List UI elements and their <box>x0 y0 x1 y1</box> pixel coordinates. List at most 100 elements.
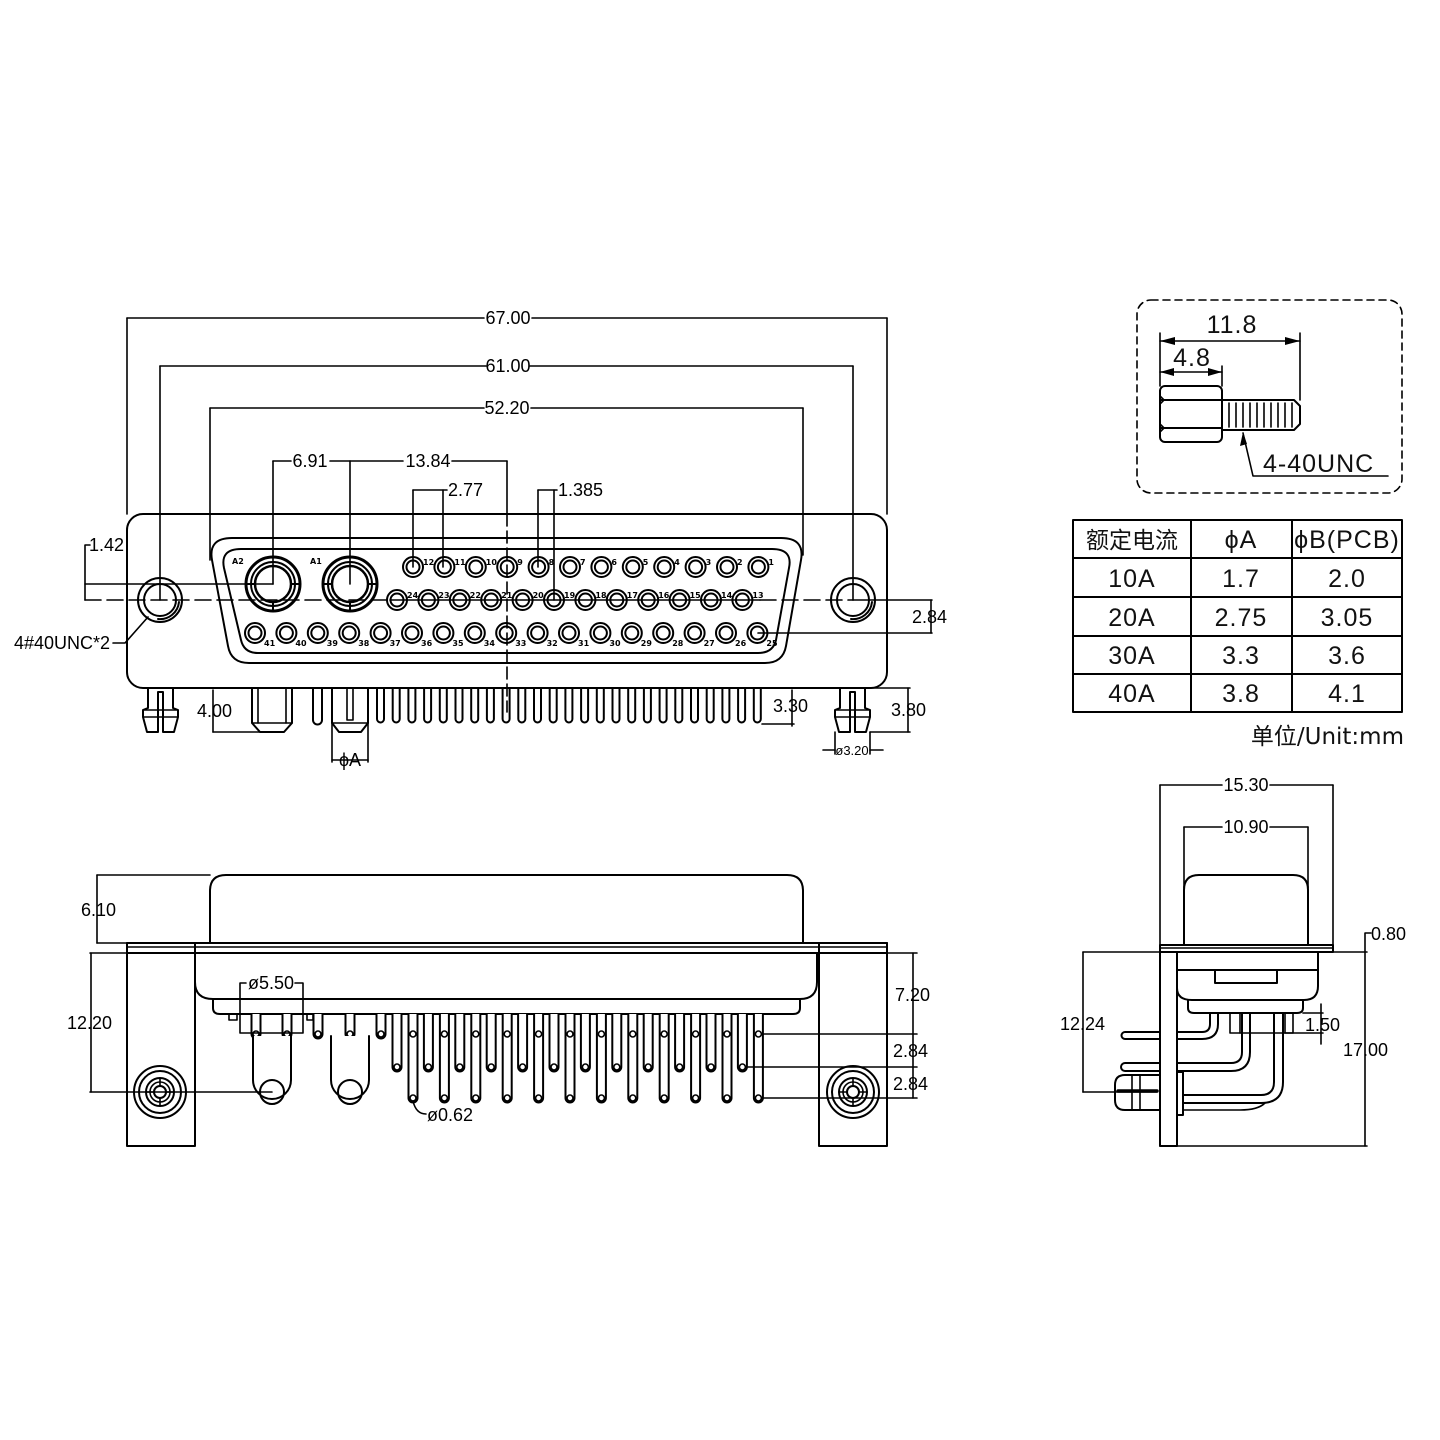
pin-number: 33 <box>515 639 526 648</box>
pin-inner-ring <box>688 559 704 575</box>
dimension-row-offset: 1.385 <box>537 480 603 601</box>
signal-tail <box>736 1013 748 1073</box>
signal-tail <box>407 1013 419 1104</box>
pin-inner-ring <box>515 592 531 608</box>
pin-number: 34 <box>484 639 496 648</box>
pin-inner-ring <box>373 625 389 641</box>
dimension-power-row-offset: 1.42 <box>84 535 274 601</box>
signal-tail <box>391 1013 403 1073</box>
pin-inner-ring <box>577 592 593 608</box>
pin-number: 5 <box>643 558 649 567</box>
dimension-pin-pitch: 2.77 <box>412 480 483 568</box>
power-tail-a2 <box>251 687 293 733</box>
signal-tail <box>658 687 668 724</box>
hood <box>209 874 804 944</box>
pin-inner-ring <box>436 559 452 575</box>
contact-pin: 37 <box>369 622 401 648</box>
contact-pin: 30 <box>589 622 621 648</box>
contact-pin: 10 <box>464 556 497 578</box>
dim-label: 15.30 <box>1223 775 1268 795</box>
pin-inner-ring <box>420 592 436 608</box>
dimension-left-boardlock: 4.00 <box>197 689 261 733</box>
pin-inner-ring <box>656 559 672 575</box>
pin-inner-ring <box>719 559 735 575</box>
dim-label: 3.80 <box>891 700 926 720</box>
pin-number: 36 <box>421 639 433 648</box>
pin-outer-ring <box>496 556 519 578</box>
pin-number: 41 <box>264 639 276 648</box>
cell-current: 10A <box>1108 565 1155 593</box>
pin-outer-ring <box>683 622 706 644</box>
dim-label: ø0.62 <box>427 1105 473 1125</box>
standoff-nub <box>228 1013 238 1021</box>
pin-outer-ring <box>590 556 613 578</box>
table-row: 30A 3.3 3.6 <box>1108 642 1365 670</box>
boardlock-right <box>834 687 871 733</box>
pin-outer-ring <box>448 589 471 611</box>
pin-number: 30 <box>609 639 621 648</box>
signal-tail <box>454 687 464 724</box>
signal-tails-front <box>376 687 762 724</box>
contact-pin: 40 <box>275 622 307 648</box>
dimension-power-contact-diameter: ø5.50 <box>239 973 304 1034</box>
contact-pin: 2 <box>716 556 743 578</box>
dimension-mount-height: 12.24 <box>1060 951 1161 1093</box>
dimension-signal-pin-diameter: ø0.62 <box>412 1100 473 1125</box>
signal-tail <box>375 1013 387 1040</box>
contact-pin: 15 <box>668 589 702 611</box>
contact-pin: 35 <box>432 622 464 648</box>
dim-label: ø3.20 <box>835 743 868 758</box>
pin-number: 38 <box>358 639 370 648</box>
cell-diameter-b: 2.0 <box>1328 565 1366 593</box>
contact-pin: 11 <box>433 556 466 578</box>
pin-outer-ring <box>433 556 456 578</box>
dimension-overall-height: 17.00 0.80 <box>1159 924 1406 1147</box>
mount-thread-callout: 4#40UNC*2 <box>14 616 149 653</box>
pin-inner-ring <box>452 592 468 608</box>
dimension-row-spacing: 2.84 <box>757 599 947 634</box>
dimension-overall-width: 67.00 <box>126 308 888 515</box>
contact-pin: 17 <box>605 589 638 611</box>
pin-number: 27 <box>704 639 715 648</box>
pin-outer-ring <box>731 589 754 611</box>
signal-tail <box>737 687 747 724</box>
contact-pin: 34 <box>463 622 496 648</box>
pin-outer-ring <box>306 622 329 644</box>
signal-tail <box>548 687 558 724</box>
pin-number: 28 <box>672 639 684 648</box>
signal-tail <box>595 1013 607 1104</box>
pin-number: 25 <box>766 639 778 648</box>
dim-label: 2.77 <box>448 480 483 500</box>
signal-tail <box>595 687 605 724</box>
contact-pin: 31 <box>558 622 590 648</box>
dimension-screw-length: 11.8 <box>1159 311 1301 401</box>
bracket-right <box>818 942 888 1147</box>
detail-frame <box>1136 299 1403 494</box>
contact-pin: 7 <box>559 556 586 578</box>
pin-inner-ring <box>498 625 514 641</box>
pin-number: 24 <box>407 591 419 600</box>
signal-tail <box>533 687 542 724</box>
bent-pin-row2 <box>1120 1012 1251 1072</box>
pin-number: 19 <box>564 591 576 600</box>
thread-callout: 4-40UNC <box>1240 432 1389 478</box>
dim-label: 7.20 <box>895 985 930 1005</box>
pin-outer-ring <box>653 556 676 578</box>
signal-tail <box>438 1013 450 1104</box>
signal-tail <box>752 687 762 724</box>
dim-label: 4.00 <box>197 701 232 721</box>
signal-tail <box>690 687 699 724</box>
pin-number: 20 <box>533 591 545 600</box>
dim-label: ø5.50 <box>248 973 294 993</box>
signal-tail <box>627 1013 639 1104</box>
pin-inner-ring <box>530 625 546 641</box>
dimension-a1-center: 13.84 <box>349 451 508 471</box>
table-header: 额定电流 ϕA ϕB(PCB) <box>1086 526 1399 554</box>
dimension-head-length: 4.8 <box>1159 344 1223 387</box>
signal-tail <box>470 1013 482 1104</box>
pin-number: 15 <box>690 591 702 600</box>
signal-tail <box>564 687 574 724</box>
signal-tail <box>721 1013 733 1104</box>
